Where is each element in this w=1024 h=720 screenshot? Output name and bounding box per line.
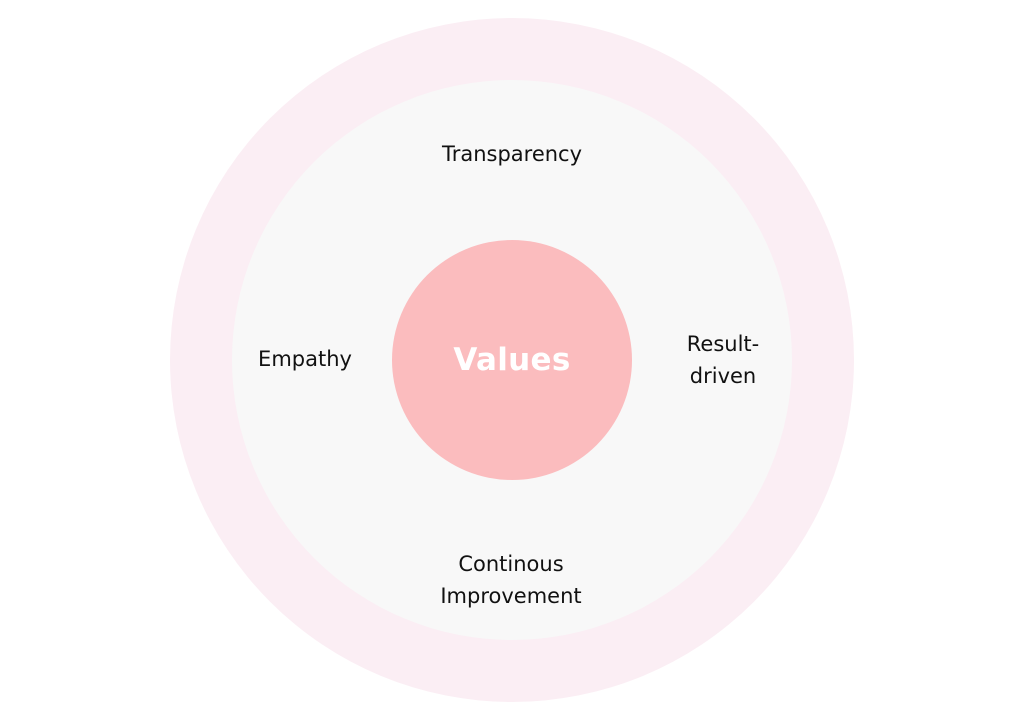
value-result-driven-line-2: driven [689,364,757,388]
center-label: Values [453,342,571,378]
value-empathy: Empathy [258,347,352,371]
value-continuous-improvement: Continous Improvement [440,548,581,612]
value-result-driven: Result- driven [687,328,759,392]
value-transparency: Transparency [441,142,583,166]
value-continuous-improvement-line-1: Continous [458,552,564,576]
center-circle: Values [392,240,632,480]
value-continuous-improvement-line-2: Improvement [440,584,582,608]
value-result-driven-line-1: Result- [686,332,760,356]
